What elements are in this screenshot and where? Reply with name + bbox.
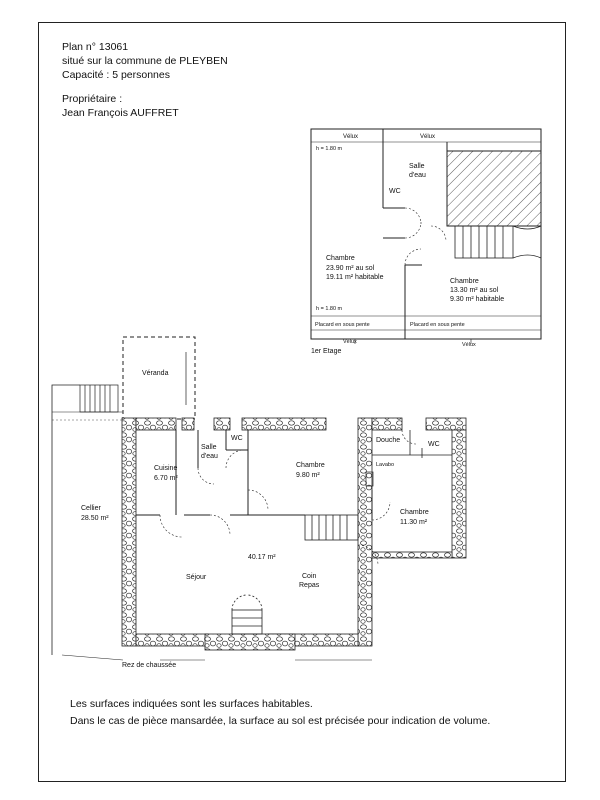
ground-bathroom-line1: Salle (201, 444, 217, 451)
upper-bedroom-left-floor: 23.90 m² au sol (326, 265, 375, 272)
ground-door-swings (159, 429, 417, 566)
plan-location: situé sur la commune de PLEYBEN (62, 55, 228, 67)
upper-floor-plan (310, 128, 542, 344)
kitchen-name: Cuisine (154, 465, 177, 472)
bedroom-right-name: Chambre (400, 509, 429, 516)
front-entrance-steps (231, 594, 263, 635)
upper-closet-right: Placard en sous pente (410, 322, 465, 328)
upper-door-swing-1 (404, 207, 422, 225)
cellar-name: Cellier (81, 505, 102, 512)
living-area: 40.17 m² (248, 554, 276, 561)
shower-label: Douche (376, 437, 400, 444)
ground-floor-label: Rez de chaussée (122, 662, 176, 669)
upper-velux-bottom-left: Vélux (343, 339, 357, 345)
upper-velux-left: Vélux (343, 134, 358, 140)
upper-bathroom-line1: Salle (409, 163, 425, 170)
upper-velux-right: Vélux (420, 134, 435, 140)
cellar-bottom-line (61, 654, 124, 661)
upper-bathroom-line2: d'eau (409, 172, 426, 179)
ground-wc-right: WC (428, 441, 440, 448)
plan-capacity: Capacité : 5 personnes (62, 69, 170, 81)
upper-stairs (454, 225, 542, 259)
upper-wc: WC (389, 188, 401, 195)
dining-line2: Repas (299, 582, 320, 589)
plan-number: Plan n° 13061 (62, 41, 129, 53)
upper-door-swing-3 (404, 248, 422, 266)
upper-bedroom-left-habitable: 19.11 m² habitable (326, 274, 384, 281)
stone-walls (121, 417, 467, 651)
upper-floor-label: 1er Etage (311, 348, 341, 355)
cellar-outline-left (51, 384, 80, 655)
owner-block: Propriétaire : Jean François AUFFRET (62, 92, 179, 120)
footer-line-2: Dans le cas de pièce mansardée, la surfa… (70, 715, 491, 727)
washbasin-fixture (365, 471, 374, 487)
footer-notes: Les surfaces indiquées sont les surfaces… (70, 696, 490, 730)
bedroom-center-name: Chambre (296, 462, 325, 469)
cellar-area: 28.50 m² (81, 515, 109, 522)
footer-line-1: Les surfaces indiquées sont les surfaces… (70, 698, 313, 710)
washbasin-label: Lavabo (376, 462, 394, 468)
upper-bedroom-right-habitable: 9.30 m² habitable (450, 296, 504, 303)
upper-floor-labels: Vélux Vélux h = 1.80 m h = 1.80 m Salle … (311, 134, 504, 355)
upper-door-swing-2 (404, 221, 422, 239)
ground-floor-plan (51, 336, 467, 661)
upper-bedroom-right-floor: 13.30 m² au sol (450, 287, 499, 294)
upper-bedroom-left-name: Chambre (326, 255, 355, 262)
living-label: Séjour (186, 574, 207, 581)
page-border (38, 22, 566, 782)
owner-label: Propriétaire : (62, 93, 123, 105)
bedroom-right-area: 11.30 m² (400, 519, 428, 526)
ground-bathroom-line2: d'eau (201, 453, 218, 460)
ground-wc-left: WC (231, 435, 243, 442)
upper-door-swing-4 (430, 225, 447, 242)
bedroom-center-area: 9.80 m² (296, 472, 320, 479)
veranda-label: Véranda (142, 370, 169, 377)
owner-name: Jean François AUFFRET (62, 107, 179, 119)
upper-height-top: h = 1.80 m (316, 146, 343, 152)
exterior-steps (79, 384, 119, 413)
veranda-outline (122, 336, 196, 420)
plan-header: Plan n° 13061 situé sur la commune de PL… (62, 40, 228, 82)
dining-line1: Coin (302, 573, 317, 580)
ground-floor-labels: Véranda Salle d'eau WC Douche WC Lavabo … (81, 370, 440, 669)
upper-closet-left: Placard en sous pente (315, 322, 370, 328)
upper-stair-void (446, 150, 542, 227)
upper-velux-bottom-right: Vélux (462, 342, 476, 348)
upper-height-bottom: h = 1.80 m (316, 306, 343, 312)
upper-floor-outline (310, 128, 542, 340)
upper-bedroom-right-name: Chambre (450, 278, 479, 285)
kitchen-area: 6.70 m² (154, 475, 178, 482)
interior-stairs (304, 514, 359, 541)
